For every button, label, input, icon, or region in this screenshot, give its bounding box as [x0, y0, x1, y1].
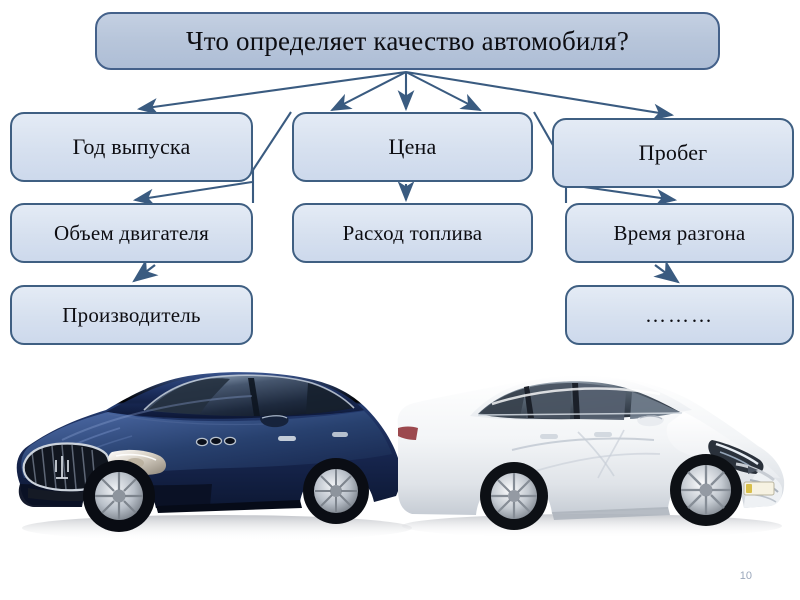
node-label: Цена [388, 134, 437, 160]
node-mileage[interactable]: Пробег [552, 118, 794, 188]
car-photos-group [0, 352, 800, 562]
connector-title-to-mileage [405, 70, 675, 121]
node-price[interactable]: Цена [292, 112, 533, 182]
photo-white-sedan [397, 375, 785, 538]
connector-title-to-accel [405, 71, 482, 111]
node-label: Расход топлива [342, 220, 483, 245]
fender-vent [195, 436, 237, 447]
node-label: Объем двигателя [54, 220, 209, 245]
slide-title-text: Что определяет качество автомобиля? [185, 25, 630, 56]
maserati-trident-badge [55, 456, 69, 479]
connector-year-to-engine [132, 180, 253, 206]
connector-engine-to-maker [132, 258, 159, 283]
node-label: Пробег [638, 140, 708, 166]
photo-dark-blue-sedan [16, 372, 412, 541]
node-label: ……… [645, 302, 714, 327]
node-label: Время разгона [613, 220, 746, 245]
front-wheel [670, 454, 742, 526]
node-engine-volume[interactable]: Объем двигателя [10, 203, 253, 263]
connector-title-to-engine [330, 71, 407, 111]
node-acceleration-time[interactable]: Время разгона [565, 203, 794, 263]
node-manufacturer[interactable]: Производитель [10, 285, 253, 345]
connector-diagonal-price-left [252, 111, 292, 171]
node-ellipsis-more[interactable]: ……… [565, 285, 794, 345]
rear-wheel [480, 462, 548, 530]
lada-badge [748, 466, 758, 474]
connector-accel-to-more [653, 260, 680, 284]
connector-title-to-year [136, 70, 407, 115]
node-label: Производитель [62, 302, 201, 327]
node-fuel-consumption[interactable]: Расход топлива [292, 203, 533, 263]
slide-title-box: Что определяет качество автомобиля? [95, 12, 720, 70]
front-wheel [83, 460, 155, 532]
page-number: 10 [739, 570, 752, 582]
rear-wheel [303, 458, 369, 524]
node-year-of-manufacture[interactable]: Год выпуска [10, 112, 253, 182]
node-label: Год выпуска [72, 134, 191, 160]
